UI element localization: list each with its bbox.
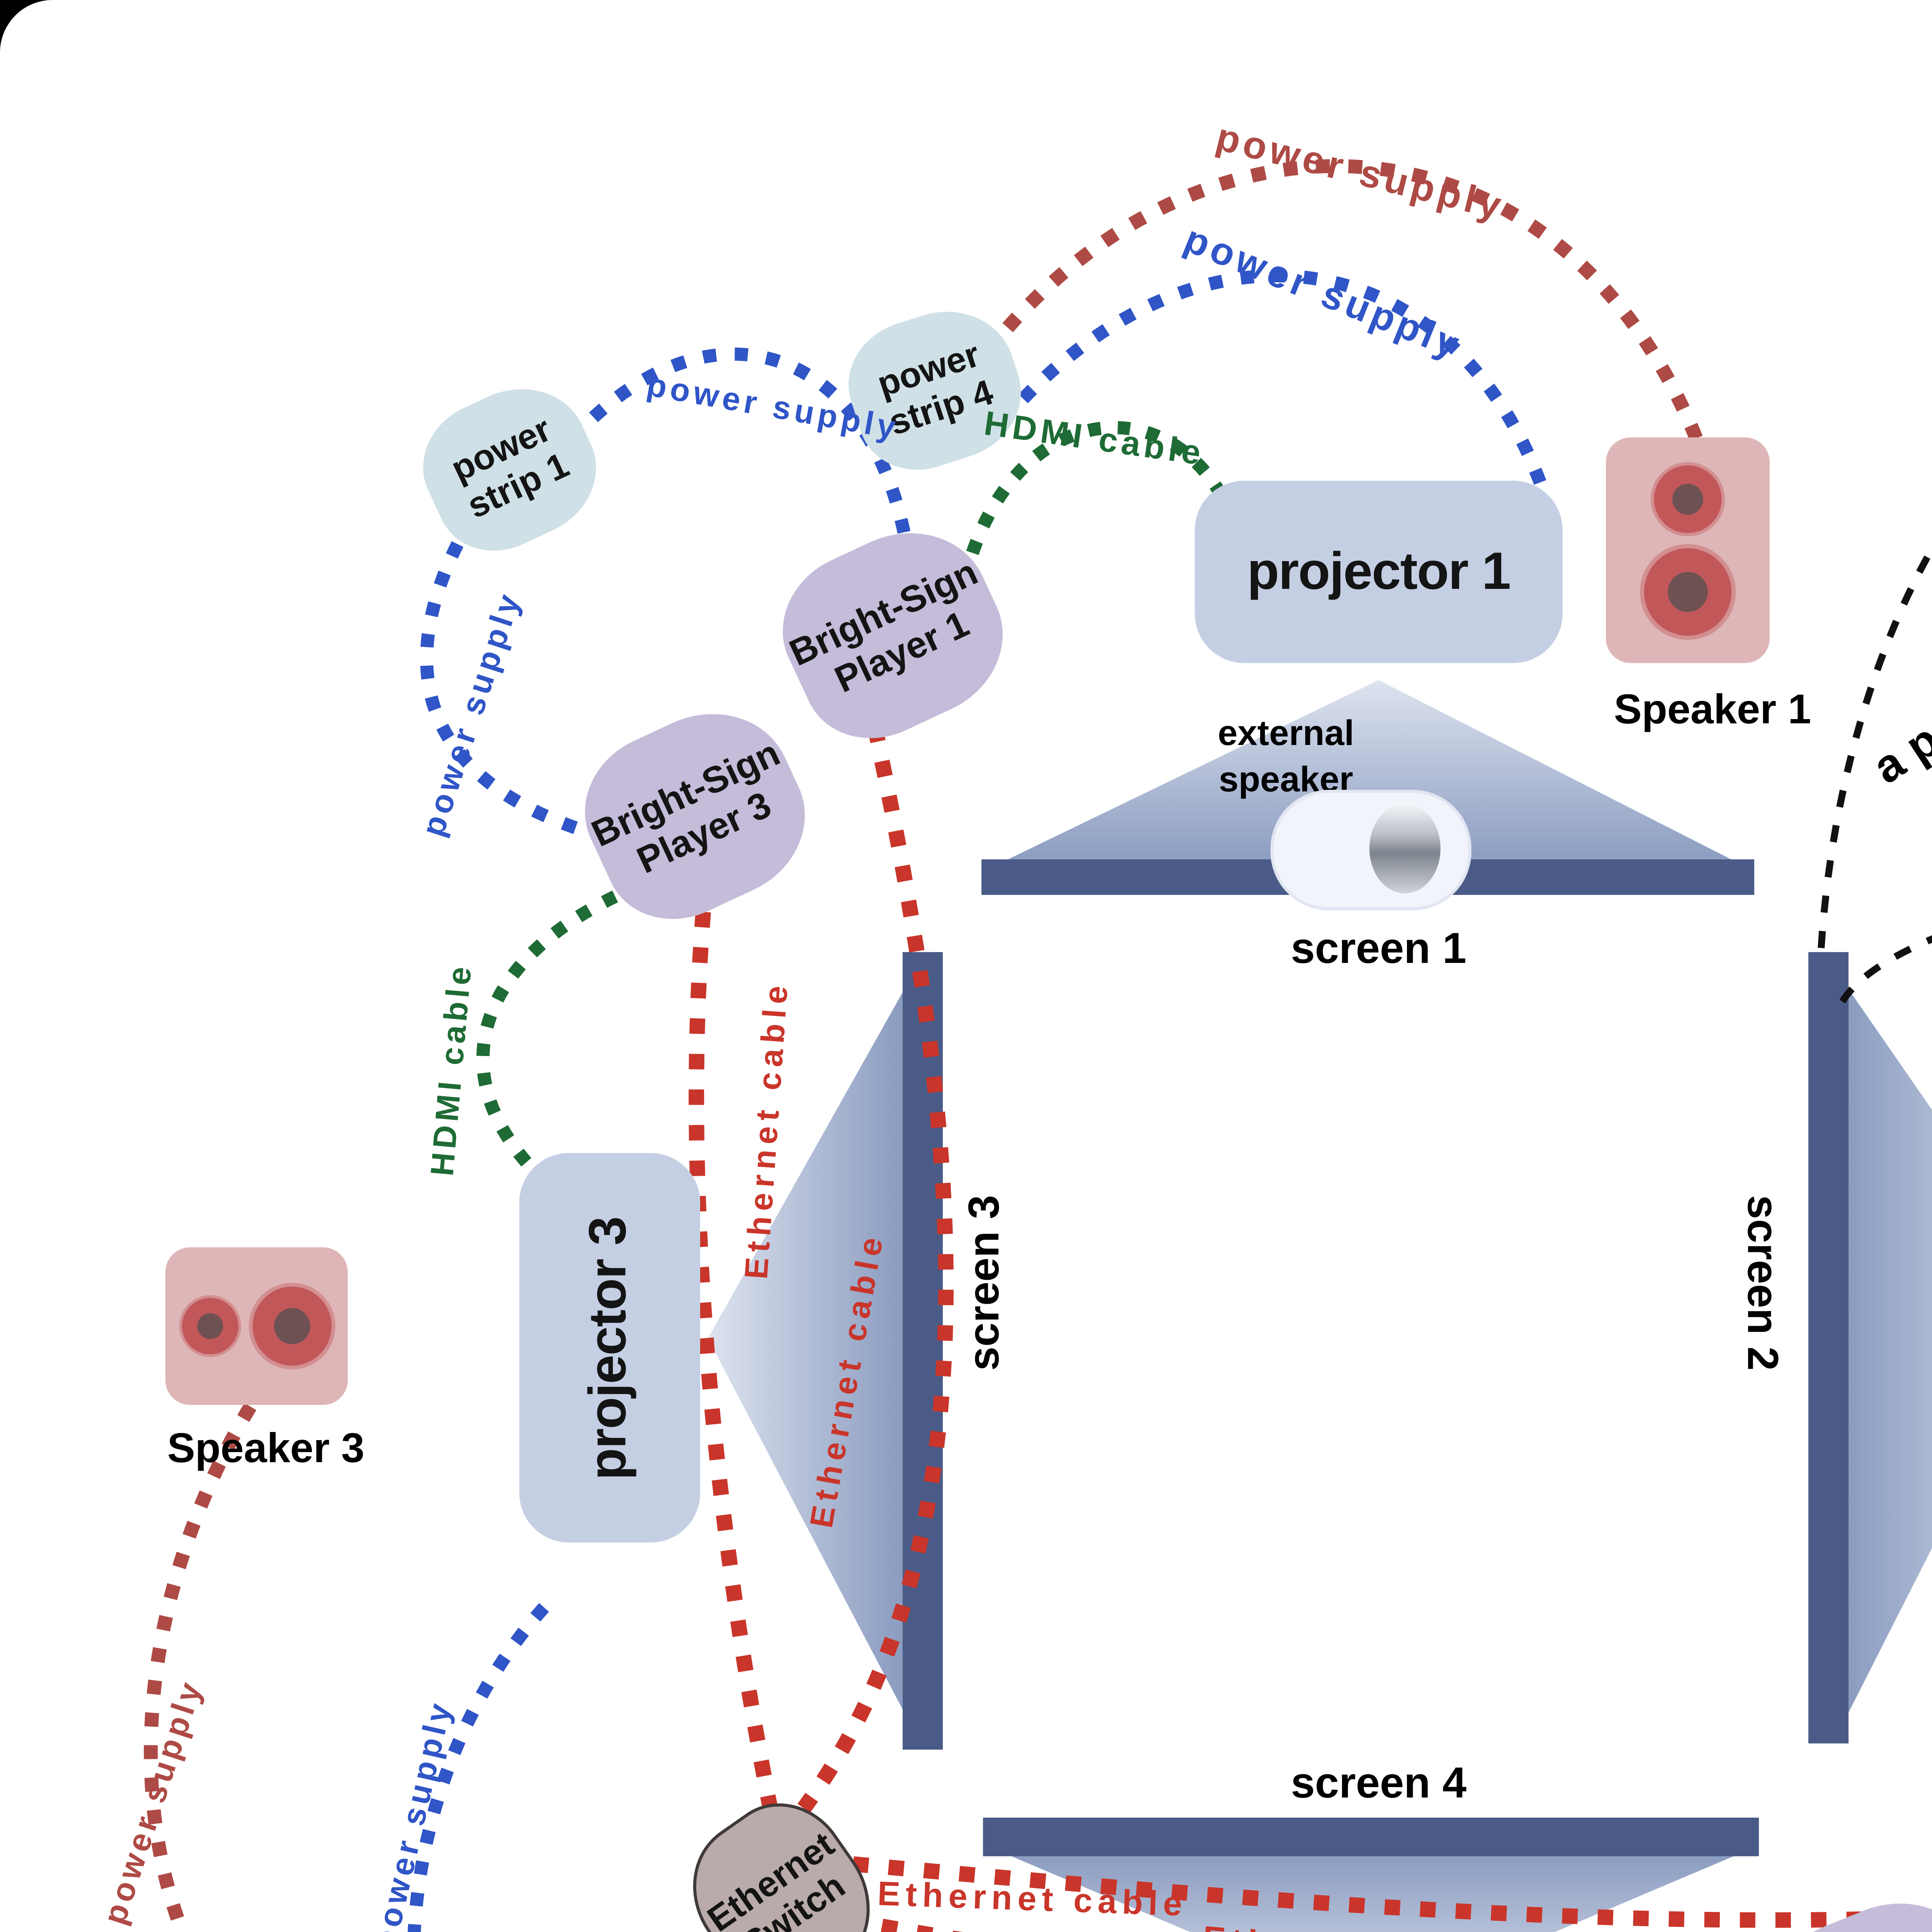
beam-projector4-screen4 [1008, 1855, 1737, 1932]
screen4-bar [983, 1818, 1759, 1856]
speaker-1 [1606, 437, 1770, 663]
cable-hdmi-player3-projector3 [476, 890, 618, 1186]
cable-hdmi-player1-projector1 [958, 421, 1227, 583]
screen3-bar [903, 952, 943, 1750]
projector-1: projector 1 [1195, 481, 1563, 663]
screen-4-label: screen 4 [1291, 1759, 1467, 1807]
speaker-cone [1640, 543, 1736, 639]
cable-power-strip1-player1 [589, 347, 911, 535]
screen-2-label: screen 2 [1739, 1195, 1787, 1371]
cable-ethernet-switch-player2 [852, 1856, 1932, 1928]
cable-power-strip1-player3 [420, 541, 599, 841]
speaker-3 [165, 1247, 348, 1405]
screen-3-label: screen 3 [960, 1195, 1008, 1371]
speaker-cone [179, 1295, 240, 1357]
beam-projector1-screen1 [1002, 680, 1737, 862]
beam-projector3-screen3 [708, 992, 903, 1709]
speaker-cone [248, 1283, 335, 1369]
speaker-cone [1651, 461, 1725, 536]
projector-3: projector 3 [519, 1153, 700, 1543]
screen-1-label: screen 1 [1291, 924, 1467, 972]
speaker-1-label: Speaker 1 [1614, 686, 1811, 733]
external-speaker [1270, 790, 1471, 910]
screen2-bar [1808, 952, 1849, 1743]
pathway-line-upper [1817, 542, 1932, 956]
speaker-3-label: Speaker 3 [167, 1425, 365, 1471]
cable-power-strip4-speaker1 [1002, 159, 1707, 451]
cable-power-speaker3-strip2 [144, 1403, 257, 1932]
external-speaker-driver [1369, 804, 1440, 893]
cable-power-strip4-projector1 [1018, 269, 1552, 500]
beam-projector2-screen2 [1849, 989, 1932, 1713]
